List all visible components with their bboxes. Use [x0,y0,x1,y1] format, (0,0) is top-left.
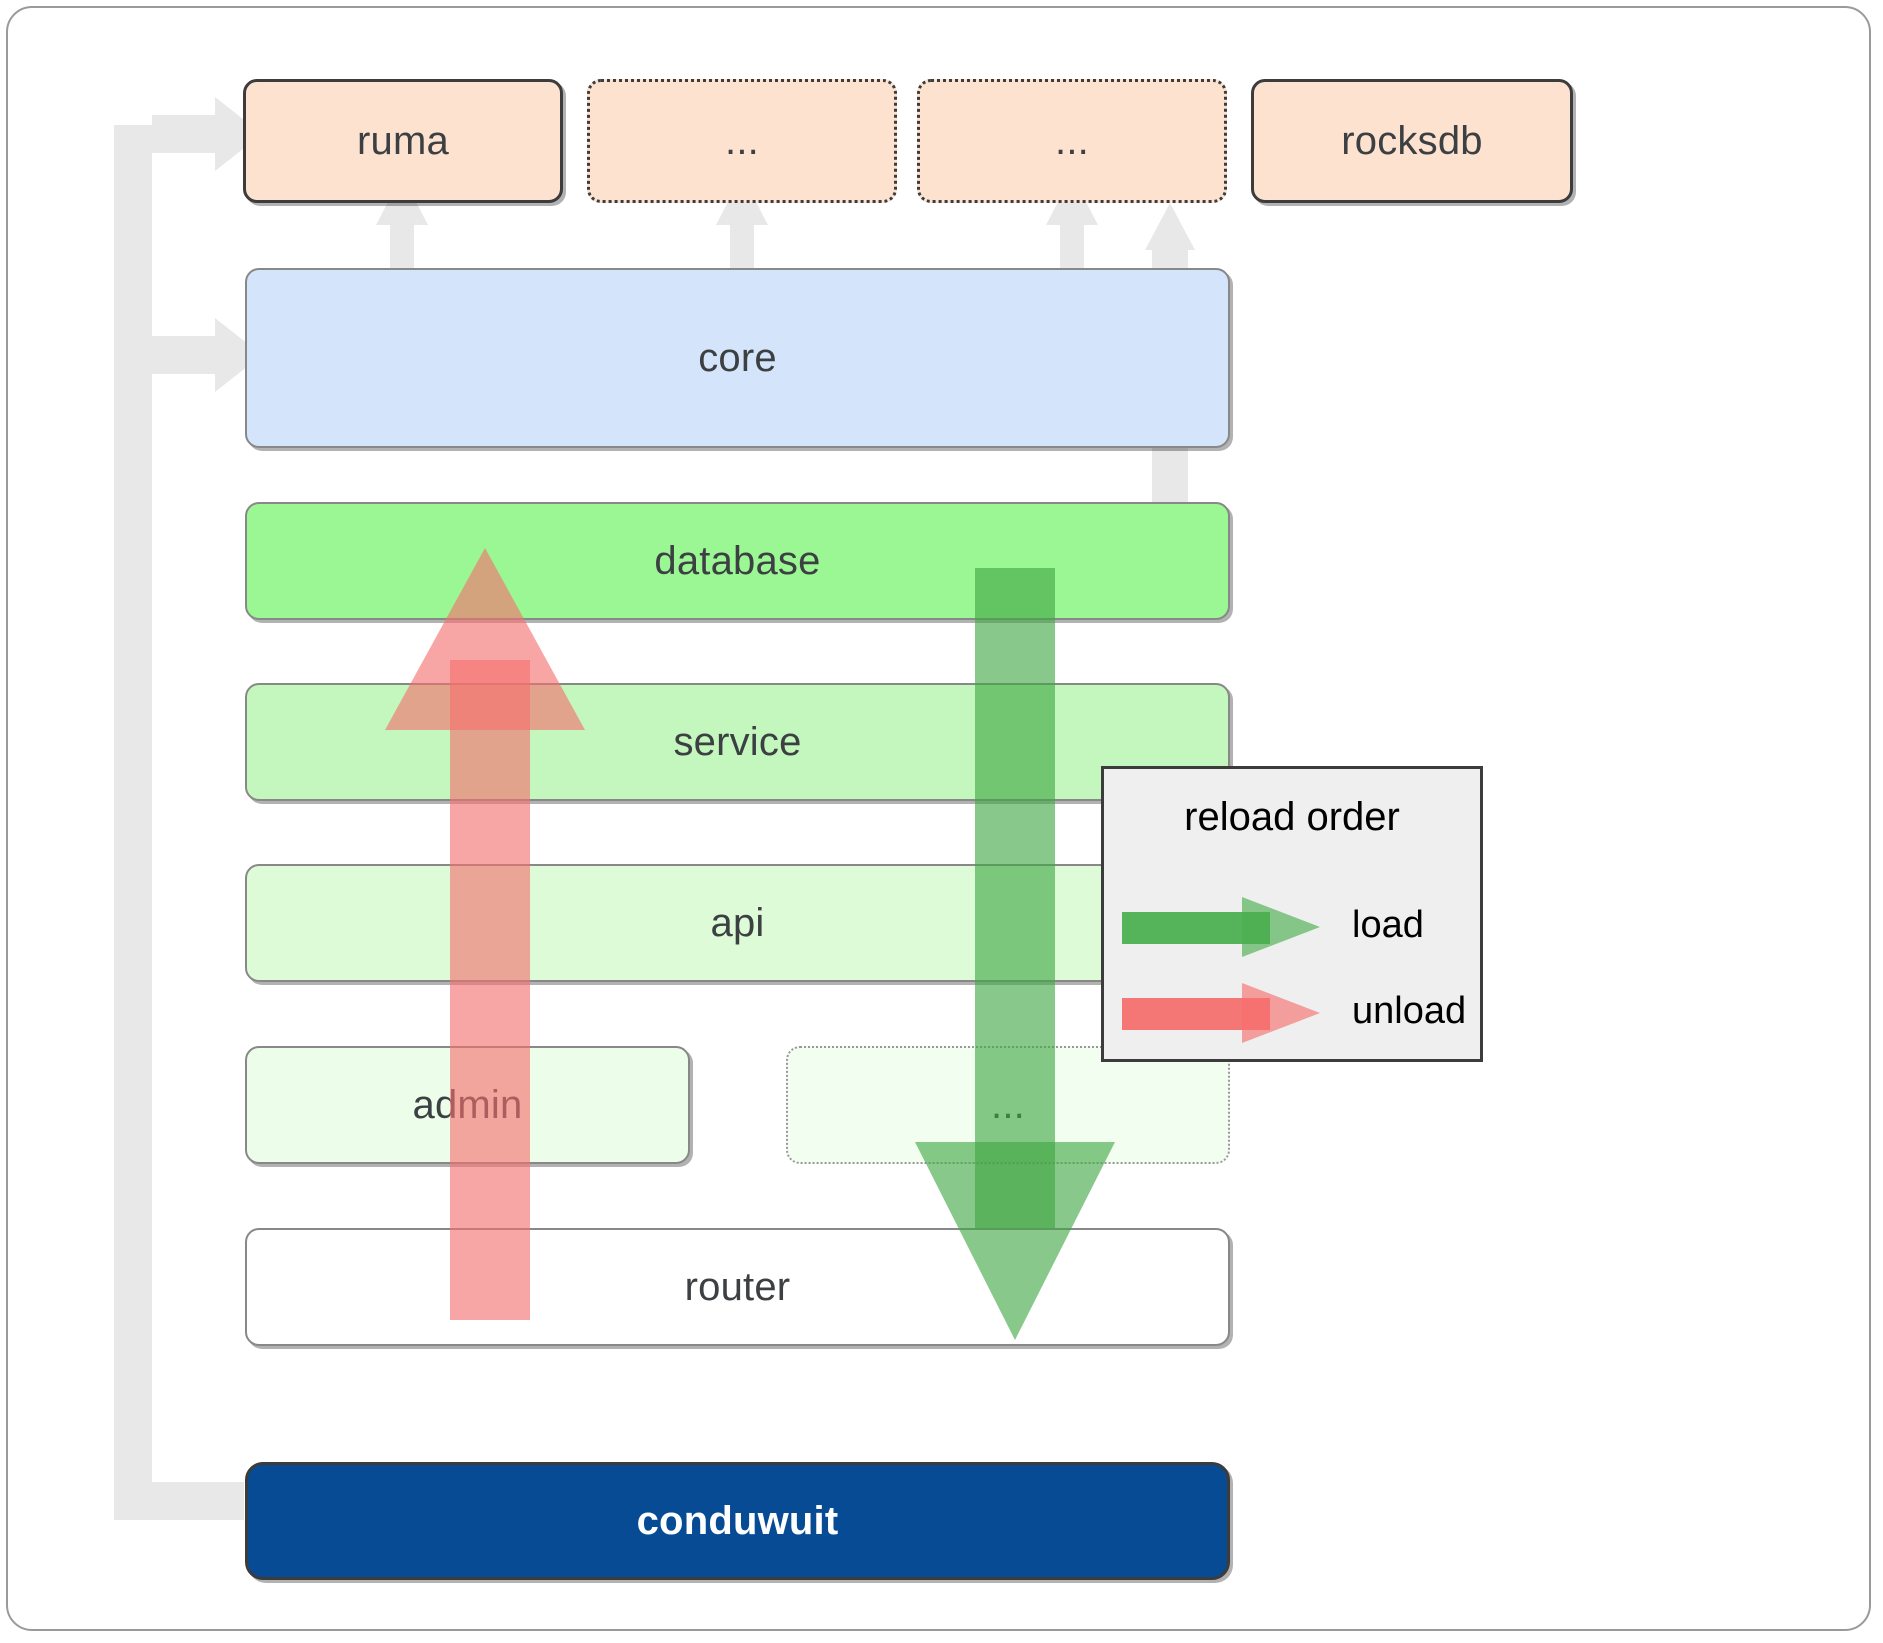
node-core[interactable]: core [245,268,1230,448]
node-label-router: router [684,1264,791,1309]
unload-arrow-icon [1122,983,1320,1043]
node-api[interactable]: api [245,864,1230,982]
legend-label-unload: unload [1352,990,1467,1032]
node-service[interactable]: service [245,683,1230,801]
node-label-service: service [673,719,802,764]
node-router[interactable]: router [245,1228,1230,1346]
node-conduwuit[interactable]: conduwuit [245,1462,1230,1580]
node-label-ruma: ruma [357,118,449,163]
legend-row-load: load [1104,892,1480,962]
legend-label-load: load [1352,904,1424,946]
node-database[interactable]: database [245,502,1230,620]
node-label-rocksdb: rocksdb [1341,118,1483,163]
node-ellipsis-2[interactable]: ... [917,79,1227,203]
node-label-ellipsis-2: ... [1055,118,1089,163]
node-label-admin: admin [412,1082,523,1127]
node-ellipsis-1[interactable]: ... [587,79,897,203]
node-label-ellipsis-1: ... [725,118,759,163]
legend-row-unload: unload [1104,978,1480,1048]
legend-title: reload order [1184,795,1400,839]
node-ellipsis-3[interactable]: ... [786,1046,1230,1164]
load-arrow-icon [1122,897,1320,957]
node-rocksdb[interactable]: rocksdb [1251,79,1573,203]
node-label-api: api [710,900,765,945]
node-ruma[interactable]: ruma [243,79,563,203]
node-label-database: database [654,538,821,583]
legend-panel: reload order load unload [1101,766,1483,1062]
node-label-core: core [698,335,777,380]
node-admin[interactable]: admin [245,1046,690,1164]
node-label-conduwuit: conduwuit [636,1498,839,1543]
node-label-ellipsis-3: ... [991,1082,1025,1127]
